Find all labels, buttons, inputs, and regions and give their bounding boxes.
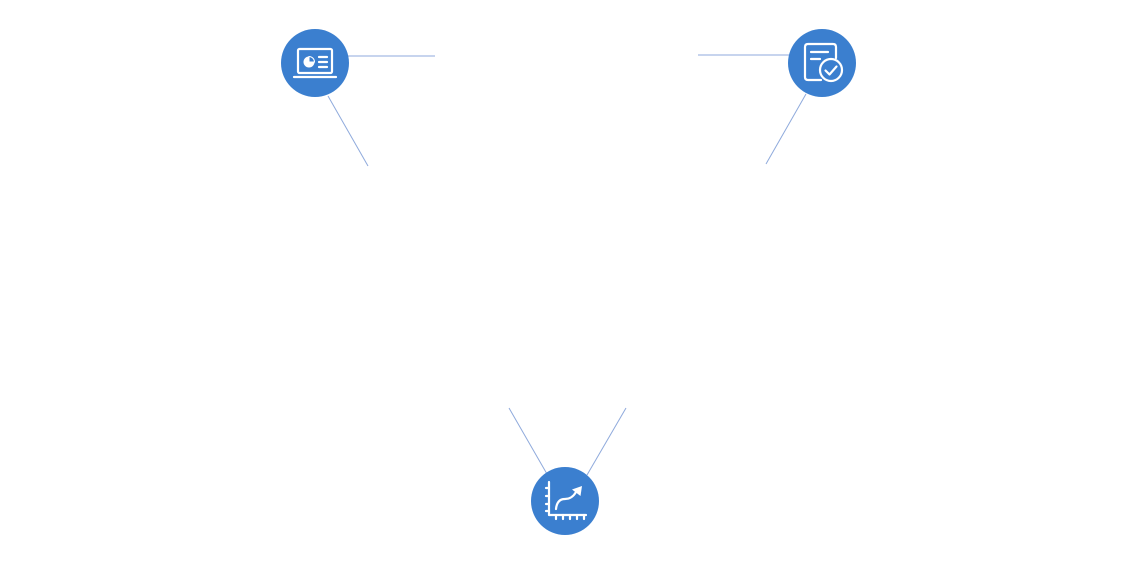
- node-top-left: [281, 29, 349, 97]
- connector-top-right-diagonal: [765, 93, 807, 165]
- node-bottom: [531, 467, 599, 535]
- connectors: [327, 54, 807, 476]
- presentation-laptop-icon: [292, 47, 338, 79]
- node-top-right: [788, 29, 856, 97]
- node-circle: [281, 29, 349, 97]
- connector-top-left-diagonal: [327, 95, 369, 167]
- growth-chart-icon: [544, 480, 588, 521]
- connector-bottom-right-diagonal: [586, 407, 627, 476]
- node-circle: [531, 467, 599, 535]
- connector-bottom-left-diagonal: [508, 407, 548, 475]
- document-check-icon: [803, 42, 844, 83]
